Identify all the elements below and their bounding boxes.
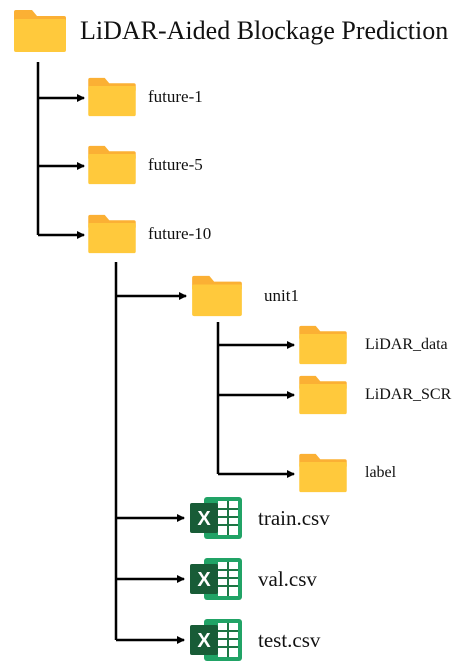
tree-node-future-1[interactable]: future-1 (86, 76, 203, 118)
folder-icon (88, 77, 136, 117)
tree-node-future-10[interactable]: future-10 (86, 213, 211, 255)
folder-icon (88, 145, 136, 185)
tree-node-lidar-scr[interactable]: LiDAR_SCR (297, 374, 451, 416)
root-label: LiDAR-Aided Blockage Prediction (80, 16, 449, 45)
folder-icon (192, 275, 242, 317)
svg-text:X: X (197, 508, 211, 530)
tree-node-lidar-data[interactable]: LiDAR_data (297, 324, 448, 366)
svg-text:X: X (197, 569, 211, 591)
unit1-label: unit1 (264, 286, 299, 305)
folder-icon (299, 453, 347, 493)
tree-node-future-5[interactable]: future-5 (86, 144, 203, 186)
val-csv-label: val.csv (258, 566, 317, 591)
future-5-label: future-5 (148, 155, 203, 174)
label-folder-label: label (365, 464, 397, 481)
svg-text:X: X (197, 630, 211, 652)
tree-node-unit1[interactable]: unit1 (190, 274, 299, 318)
tree-node-val-csv[interactable]: X val.csv (188, 556, 317, 602)
folder-icon (299, 325, 347, 365)
lidar-scr-label: LiDAR_SCR (365, 386, 452, 403)
lidar-data-label: LiDAR_data (365, 336, 448, 353)
tree-node-label[interactable]: label (297, 452, 396, 494)
tree-node-train-csv[interactable]: X train.csv (188, 495, 330, 541)
folder-icon (14, 10, 66, 52)
excel-file-icon: X (190, 619, 242, 661)
test-csv-label: test.csv (258, 627, 321, 652)
excel-file-icon: X (190, 558, 242, 600)
tree-node-root[interactable]: LiDAR-Aided Blockage Prediction (12, 8, 448, 54)
folder-icon (88, 214, 136, 254)
tree-node-test-csv[interactable]: X test.csv (188, 617, 320, 663)
train-csv-label: train.csv (258, 505, 330, 530)
folder-icon (299, 375, 347, 415)
future-10-label: future-10 (148, 224, 212, 243)
future-1-label: future-1 (148, 87, 203, 106)
excel-file-icon: X (190, 497, 242, 539)
